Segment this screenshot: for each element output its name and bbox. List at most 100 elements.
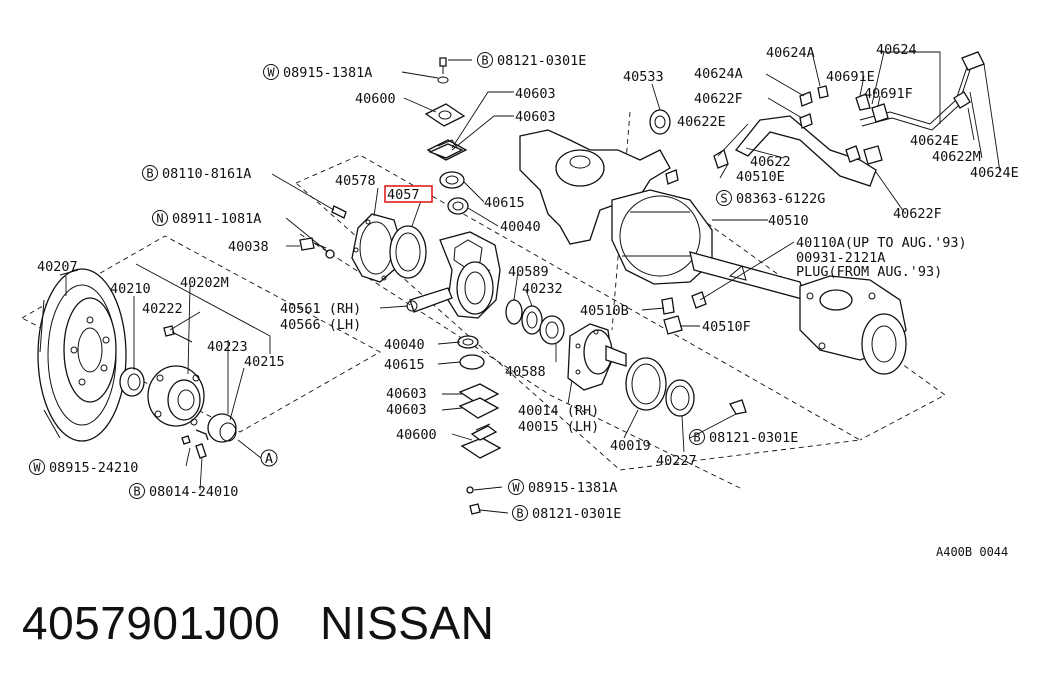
- label-08915-24210: 08915-24210: [49, 460, 138, 476]
- spindle-bearings: [505, 299, 565, 345]
- label-08915-1381A-bot: 08915-1381A: [528, 480, 617, 496]
- label-40566: 40566 (LH): [280, 317, 361, 333]
- part-number-footer: 4057901J00 NISSAN: [22, 596, 494, 650]
- label-40510: 40510: [768, 213, 809, 229]
- label-40207: 40207: [37, 259, 78, 275]
- label-40210: 40210: [110, 281, 151, 297]
- vent-hoses: [713, 51, 985, 187]
- label-40603-d: 40603: [386, 402, 427, 418]
- label-40603-a: 40603: [515, 86, 556, 102]
- diagram-canvas: A: [21, 42, 1019, 559]
- svg-text:W: W: [267, 66, 275, 80]
- label-40624A-2: 40624A: [694, 66, 743, 82]
- label-08915-1381A-top: 08915-1381A: [283, 65, 372, 81]
- part-number: 4057901J00: [22, 597, 281, 649]
- bolt-08110: [331, 205, 347, 219]
- label-40215: 40215: [244, 354, 285, 370]
- svg-text:N: N: [156, 212, 163, 226]
- label-40622E-1: 40622E: [677, 114, 726, 130]
- label-40622M: 40622M: [932, 149, 981, 165]
- bolt-40038: [299, 237, 335, 259]
- label-40624A-1: 40624A: [766, 45, 815, 61]
- label-40600-top: 40600: [355, 91, 396, 107]
- svg-text:B: B: [516, 507, 523, 521]
- label-40040-bot: 40040: [384, 337, 425, 353]
- steering-knuckle: [406, 231, 501, 319]
- label-08110-8161A: 08110-8161A: [162, 166, 251, 182]
- svg-text:B: B: [481, 54, 488, 68]
- bolt-symbol-B4: [689, 429, 705, 445]
- label-08121-0301E-mid: 08121-0301E: [709, 430, 798, 446]
- part-labels: W 08915-1381A B 08121-0301E 40600 40603 …: [29, 42, 1019, 559]
- label-08363-6122G: 08363-6122G: [736, 191, 825, 207]
- svg-text:S: S: [720, 192, 727, 206]
- brake-rotor: [37, 268, 127, 442]
- label-40615-bot: 40615: [384, 357, 425, 373]
- label-40615-top: 40615: [484, 195, 525, 211]
- label-40038: 40038: [228, 239, 269, 255]
- label-40510F: 40510F: [702, 319, 751, 335]
- label-40624E-1: 40624E: [910, 133, 959, 149]
- highlight-box-40579: [384, 185, 433, 203]
- hub-bolts: [181, 429, 209, 459]
- stud-40222: [163, 325, 193, 343]
- boundary-lower: [299, 233, 741, 489]
- label-40040-top: 40040: [500, 219, 541, 235]
- bolt-symbol-B2: [142, 165, 158, 181]
- label-40015: 40015 (LH): [518, 419, 599, 435]
- label-40600-bot: 40600: [396, 427, 437, 443]
- label-plug: PLUG(FROM AUG.'93): [796, 264, 942, 280]
- label-40622: 40622: [750, 154, 791, 170]
- label-40227: 40227: [656, 453, 697, 469]
- seal-40210: [119, 367, 145, 397]
- label-40622F-2: 40622F: [893, 206, 942, 222]
- label-40222: 40222: [142, 301, 183, 317]
- bearing-40215: [207, 413, 237, 443]
- seal-40533: [649, 109, 671, 135]
- bolt-08121-mid: [729, 399, 747, 415]
- washer-symbol-W: [263, 64, 279, 80]
- screw-symbol-S: [716, 190, 732, 206]
- label-40691F: 40691F: [864, 86, 913, 102]
- svg-text:B: B: [146, 167, 153, 181]
- boundary-knuckle-group: [295, 154, 862, 471]
- label-40019: 40019: [610, 438, 651, 454]
- label-40202M: 40202M: [180, 275, 229, 291]
- svg-text:B: B: [693, 431, 700, 445]
- label-40603-b: 40603: [515, 109, 556, 125]
- seal-40579: [389, 225, 427, 279]
- label-00931-2121A: 00931-2121A: [796, 250, 885, 266]
- diagram-code: A400B 0044: [936, 545, 1008, 559]
- bolt-symbol-B: [477, 52, 493, 68]
- brand-name: NISSAN: [320, 597, 495, 649]
- seal-40227: [665, 379, 695, 417]
- label-40622F-1: 40622F: [694, 91, 743, 107]
- label-08121-0301E-top: 08121-0301E: [497, 53, 586, 69]
- nut-symbol-N: [152, 210, 168, 226]
- label-08121-0301E-bot: 08121-0301E: [532, 506, 621, 522]
- label-40624E-2: 40624E: [970, 165, 1019, 181]
- label-40691E: 40691E: [826, 69, 875, 85]
- label-40533: 40533: [623, 69, 664, 85]
- washer-symbol-W2: [508, 479, 524, 495]
- axle-plugs: [661, 169, 707, 335]
- upper-kingpin-parts: [424, 57, 469, 215]
- leader-lines: [65, 51, 1001, 514]
- svg-text:W: W: [512, 481, 520, 495]
- label-40223: 40223: [207, 339, 248, 355]
- ref-A-label: A: [265, 451, 273, 467]
- label-40603-c: 40603: [386, 386, 427, 402]
- label-08911-1081A: 08911-1081A: [172, 211, 261, 227]
- washer-symbol-W3: [29, 459, 45, 475]
- label-40578: 40578: [335, 173, 376, 189]
- svg-text:B: B: [133, 485, 140, 499]
- label-40510B: 40510B: [580, 303, 629, 319]
- label-40110A: 40110A(UP TO AUG.'93): [796, 235, 967, 251]
- label-40014: 40014 (RH): [518, 403, 599, 419]
- svg-text:W: W: [33, 461, 41, 475]
- label-40561: 40561 (RH): [280, 301, 361, 317]
- axle-housing: [519, 129, 907, 375]
- hub-40202M: [147, 365, 205, 427]
- label-40579-highlight: 4057: [387, 187, 420, 203]
